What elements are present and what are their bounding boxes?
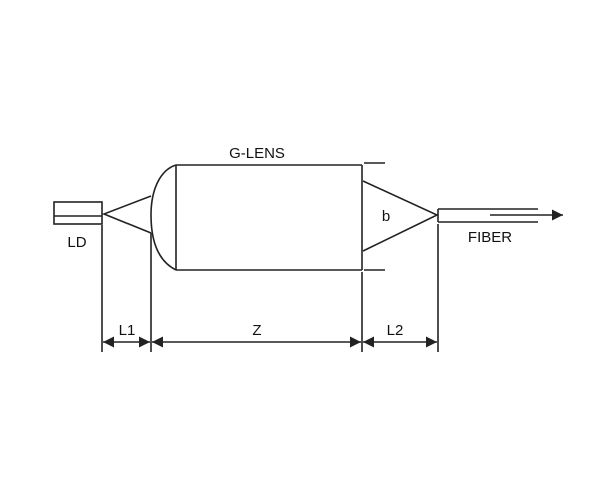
output-beam-cone — [362, 180, 439, 252]
g-lens-label: G-LENS — [229, 145, 285, 162]
fiber-label: FIBER — [468, 229, 512, 246]
l1-label: L1 — [119, 322, 136, 339]
ld-label: LD — [67, 234, 86, 251]
l2-label: L2 — [387, 322, 404, 339]
b-label: b — [382, 208, 390, 225]
z-label: Z — [252, 322, 261, 339]
g-lens-curved-face — [150, 164, 177, 271]
ld-beam-cone — [101, 195, 152, 234]
ld-block — [53, 201, 103, 225]
